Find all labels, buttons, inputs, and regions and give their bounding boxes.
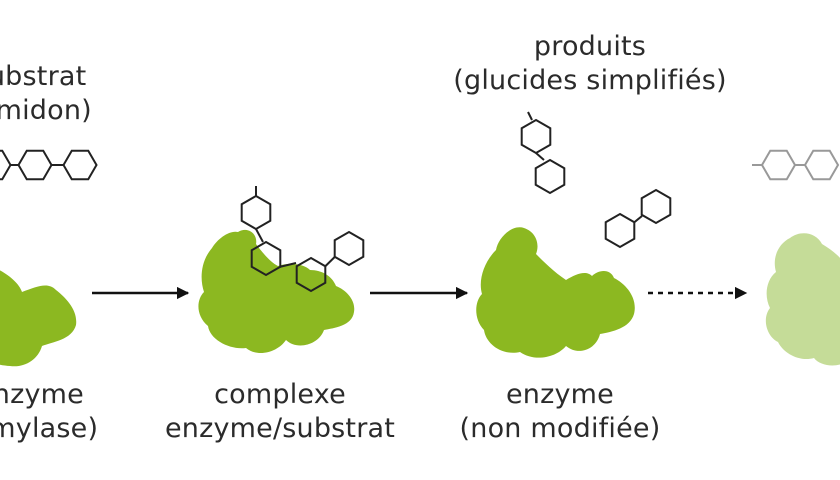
products-label-line2: (glucides simplifiés) bbox=[453, 65, 727, 96]
bound-starch-chain bbox=[240, 186, 365, 293]
substrate-label-line2: (amidon) bbox=[0, 95, 92, 126]
enzyme-unmodified-label-line1: enzyme bbox=[506, 379, 614, 410]
complex-label: complexe enzyme/substrat bbox=[150, 378, 410, 446]
products-label-line1: produits bbox=[533, 31, 647, 62]
enzyme-faded-shape bbox=[765, 233, 840, 366]
enzyme-amylase-label-line2: (amylase) bbox=[0, 413, 99, 444]
enzyme-unmodified-label: enzyme (non modifiée) bbox=[430, 378, 690, 446]
enzyme-amylase-label-line1: enzyme bbox=[0, 379, 84, 410]
faded-starch-chain bbox=[752, 149, 840, 181]
enzyme-amylase-shape bbox=[0, 270, 77, 367]
complex-label-line2: enzyme/substrat bbox=[164, 413, 396, 444]
starch-chain-molecule bbox=[0, 149, 98, 181]
enzyme-unmodified-shape bbox=[476, 227, 635, 358]
enzyme-unmodified-label-line2: (non modifiée) bbox=[459, 413, 661, 444]
enzyme-amylase-label: enzyme (amylase) bbox=[0, 378, 140, 446]
substrate-label: substrat (amidon) bbox=[0, 60, 140, 128]
enzyme-complex-shape bbox=[198, 229, 355, 354]
substrate-label-line1: substrat bbox=[0, 61, 87, 92]
product-disaccharide-molecule bbox=[520, 111, 566, 195]
complex-label-line1: complexe bbox=[214, 379, 346, 410]
product-disaccharide-molecule-2 bbox=[604, 188, 672, 249]
products-label: produits (glucides simplifiés) bbox=[440, 30, 740, 98]
